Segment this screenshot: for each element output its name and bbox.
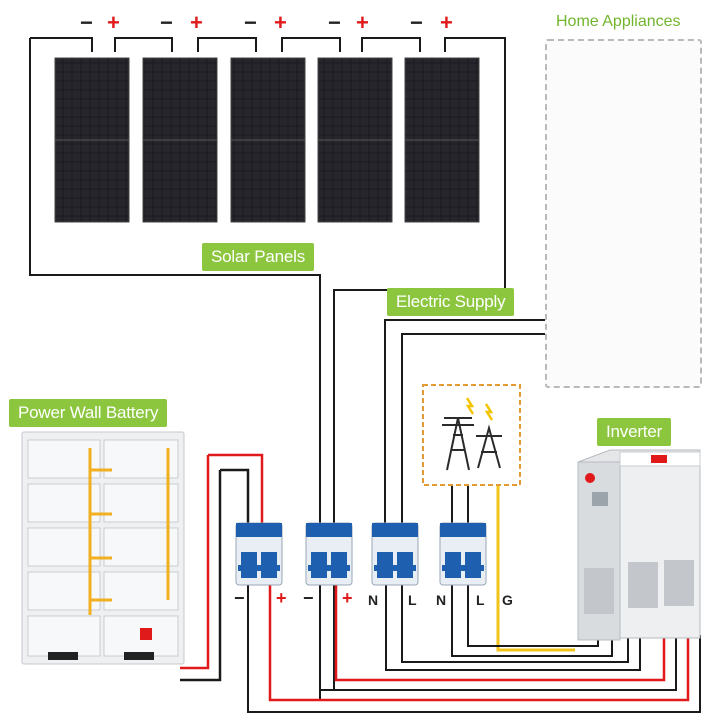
terminal-label-1: − [234,588,245,608]
breaker-3 [371,522,419,586]
solar-panels-group [54,57,480,223]
solar-panel-5 [404,57,480,223]
panel-1-neg-terminal: − [80,10,93,35]
panel-4-neg-terminal: − [328,10,341,35]
electric-supply-label: Electric Supply [387,288,515,316]
panel-1-pos-terminal: + [107,10,120,35]
panel-3-pos-terminal: + [274,10,287,35]
solar-panel-4 [317,57,393,223]
terminal-label-9: G [502,592,513,608]
terminal-label-8: L [476,592,485,608]
panel-5-neg-terminal: − [410,10,423,35]
panel-2-neg-terminal: − [160,10,173,35]
battery-modules [27,439,179,657]
panel-5-pos-terminal: + [440,10,453,35]
breaker-2 [305,522,353,586]
grid-wiring [451,485,575,652]
solar-panel-3 [230,57,306,223]
power-wall-battery-label: Power Wall Battery [9,399,168,427]
terminal-label-3: − [303,588,314,608]
solar-panel-2 [142,57,218,223]
home-appliances-title: Home Appliances [556,13,681,30]
solar-panel-1 [54,57,130,223]
terminal-label-7: N [436,592,447,608]
panel-4-pos-terminal: + [356,10,369,35]
utility-grid-icon [422,384,521,486]
terminal-label-4: + [342,588,353,608]
panel-2-pos-terminal: + [190,10,203,35]
home-appliances-box [545,39,702,388]
inverter-label: Inverter [597,418,672,446]
breaker-1 [235,522,283,586]
panel-3-neg-terminal: − [244,10,257,35]
panel-string-wiring [29,37,506,700]
terminal-label-2: + [276,588,287,608]
electric-supply-wiring [384,319,545,525]
battery-wiring [180,453,264,682]
terminal-label-5: N [368,592,379,608]
power-wall-battery-cabinet [21,431,185,665]
battery-cables [88,448,170,615]
terminal-label-6: L [408,592,417,608]
solar-panels-label: Solar Panels [202,243,314,271]
inverter-cabinet [577,449,701,641]
breaker-4 [439,522,487,586]
